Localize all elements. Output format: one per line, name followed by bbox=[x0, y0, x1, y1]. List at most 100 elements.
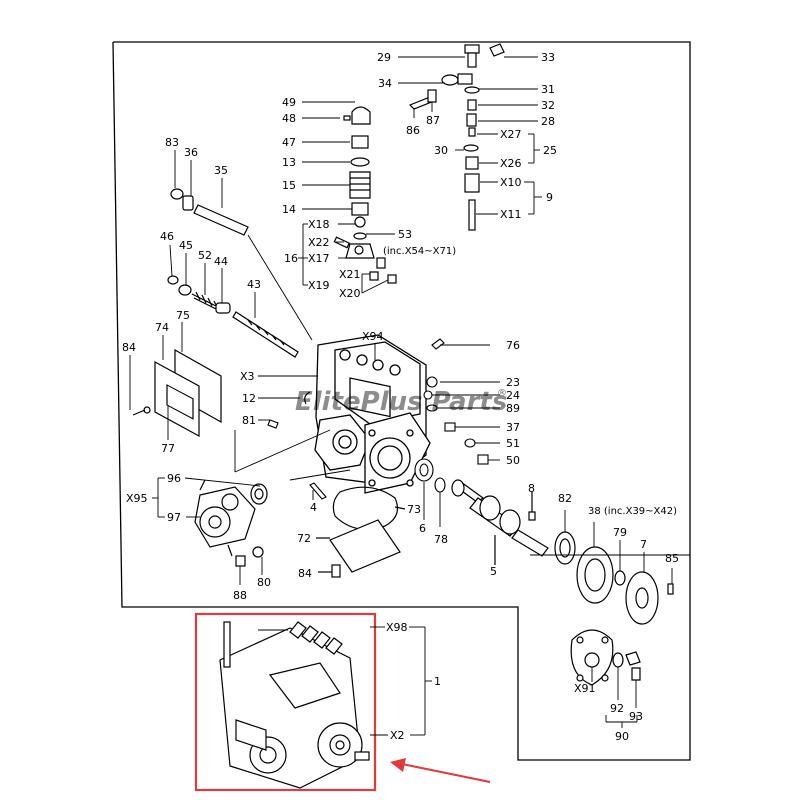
control-rack-parts bbox=[167, 188, 299, 358]
callout-89: 89 bbox=[506, 402, 520, 415]
leader-lines-left-upper bbox=[169, 150, 313, 341]
callout-x20: X20 bbox=[339, 287, 361, 300]
housing-fasteners bbox=[267, 338, 490, 500]
drive-end-parts bbox=[528, 492, 674, 625]
callout-82: 82 bbox=[558, 492, 572, 505]
diagram-frame bbox=[112, 41, 691, 761]
highlight-box bbox=[194, 612, 377, 792]
callout-36: 36 bbox=[184, 146, 198, 159]
callout-88: 88 bbox=[233, 589, 247, 602]
callout-x94: X94 bbox=[362, 330, 384, 343]
callout-76: 76 bbox=[506, 339, 520, 352]
callout-72: 72 bbox=[297, 532, 311, 545]
callout-33: 33 bbox=[541, 51, 555, 64]
leader-lines-governor bbox=[298, 101, 395, 294]
callout-x19: X19 bbox=[308, 279, 330, 292]
callout-12: 12 bbox=[242, 392, 256, 405]
callout-7: 7 bbox=[640, 538, 647, 551]
callout-35: 35 bbox=[214, 164, 228, 177]
timer-assembly bbox=[194, 479, 268, 567]
callout-4: 4 bbox=[310, 501, 317, 514]
coupling-parts bbox=[570, 629, 641, 686]
callout-x91: X91 bbox=[574, 682, 596, 695]
callout-16: 16 bbox=[284, 252, 298, 265]
side-cover-plate bbox=[132, 348, 222, 438]
callout-43: 43 bbox=[247, 278, 261, 291]
callout-x18: X18 bbox=[308, 218, 330, 231]
callout-81: 81 bbox=[242, 414, 256, 427]
callout-28: 28 bbox=[541, 115, 555, 128]
callout-85: 85 bbox=[665, 552, 679, 565]
callout-32: 32 bbox=[541, 99, 555, 112]
callout-6: 6 bbox=[419, 522, 426, 535]
callout-1: 1 bbox=[434, 675, 441, 688]
delivery-valve-assembly bbox=[408, 43, 505, 231]
callout-5: 5 bbox=[490, 565, 497, 578]
callout-93: 93 bbox=[629, 710, 643, 723]
callout-97: 97 bbox=[167, 511, 181, 524]
highlight-arrow bbox=[390, 758, 491, 783]
callout-46: 46 bbox=[160, 230, 174, 243]
callout-15: 15 bbox=[282, 179, 296, 192]
callout-48: 48 bbox=[282, 112, 296, 125]
callout-labels: 29 33 34 31 32 28 86 87 X27 30 X26 25 X1… bbox=[122, 51, 679, 743]
callout-x2: X2 bbox=[390, 729, 405, 742]
callout-52: 52 bbox=[198, 249, 212, 262]
callout-38: 38 (inc.X39~X42) bbox=[588, 506, 677, 517]
callout-51: 51 bbox=[506, 437, 520, 450]
callout-96: 96 bbox=[167, 472, 181, 485]
callout-29: 29 bbox=[377, 51, 391, 64]
callout-73: 73 bbox=[407, 503, 421, 516]
watermark-trademark: ® bbox=[497, 388, 507, 399]
leader-lines-timer bbox=[152, 477, 263, 585]
leader-lines-cover bbox=[129, 322, 183, 440]
callout-49: 49 bbox=[282, 96, 296, 109]
callout-53: 53 bbox=[398, 228, 412, 241]
callout-30: 30 bbox=[434, 144, 448, 157]
callout-x11: X11 bbox=[500, 208, 522, 221]
callout-50: 50 bbox=[506, 454, 520, 467]
callout-80: 80 bbox=[257, 576, 271, 589]
callout-24: 24 bbox=[506, 389, 520, 402]
callout-37: 37 bbox=[506, 421, 520, 434]
callout-83: 83 bbox=[165, 136, 179, 149]
callout-x10: X10 bbox=[500, 176, 522, 189]
governor-column bbox=[333, 106, 397, 284]
callout-92: 92 bbox=[610, 702, 624, 715]
callout-90: 90 bbox=[615, 730, 629, 743]
assembly-bracket bbox=[258, 626, 432, 736]
camshaft bbox=[451, 479, 549, 565]
callout-x26: X26 bbox=[500, 157, 522, 170]
callout-44: 44 bbox=[214, 255, 228, 268]
leader-lines-upper-right bbox=[398, 56, 542, 215]
callout-86: 86 bbox=[406, 124, 420, 137]
assembly-lines bbox=[234, 429, 690, 556]
callout-34: 34 bbox=[378, 77, 392, 90]
callout-x21: X21 bbox=[339, 268, 361, 281]
callout-13: 13 bbox=[282, 156, 296, 169]
callout-x98: X98 bbox=[386, 621, 408, 634]
callout-31: 31 bbox=[541, 83, 555, 96]
bottom-plate-gasket bbox=[316, 486, 406, 578]
callout-x27: X27 bbox=[500, 128, 522, 141]
callout-45: 45 bbox=[179, 239, 193, 252]
callout-x17: X17 bbox=[308, 252, 330, 265]
callout-8: 8 bbox=[528, 482, 535, 495]
callout-23: 23 bbox=[506, 376, 520, 389]
callout-77: 77 bbox=[161, 442, 175, 455]
callout-74: 74 bbox=[155, 321, 169, 334]
callout-47: 47 bbox=[282, 136, 296, 149]
callout-x22: X22 bbox=[308, 236, 330, 249]
assembled-pump-illustration bbox=[219, 621, 370, 789]
callout-25: 25 bbox=[543, 144, 557, 157]
callout-78: 78 bbox=[434, 533, 448, 546]
leader-lines-housing bbox=[258, 344, 500, 527]
watermark-text: ElitePlus Parts bbox=[295, 387, 507, 417]
callout-79: 79 bbox=[613, 526, 627, 539]
callout-53-note: (inc.X54~X71) bbox=[383, 246, 456, 257]
callout-87: 87 bbox=[426, 114, 440, 127]
callout-x3: X3 bbox=[240, 370, 255, 383]
callout-14: 14 bbox=[282, 203, 296, 216]
pump-housing bbox=[314, 334, 431, 494]
